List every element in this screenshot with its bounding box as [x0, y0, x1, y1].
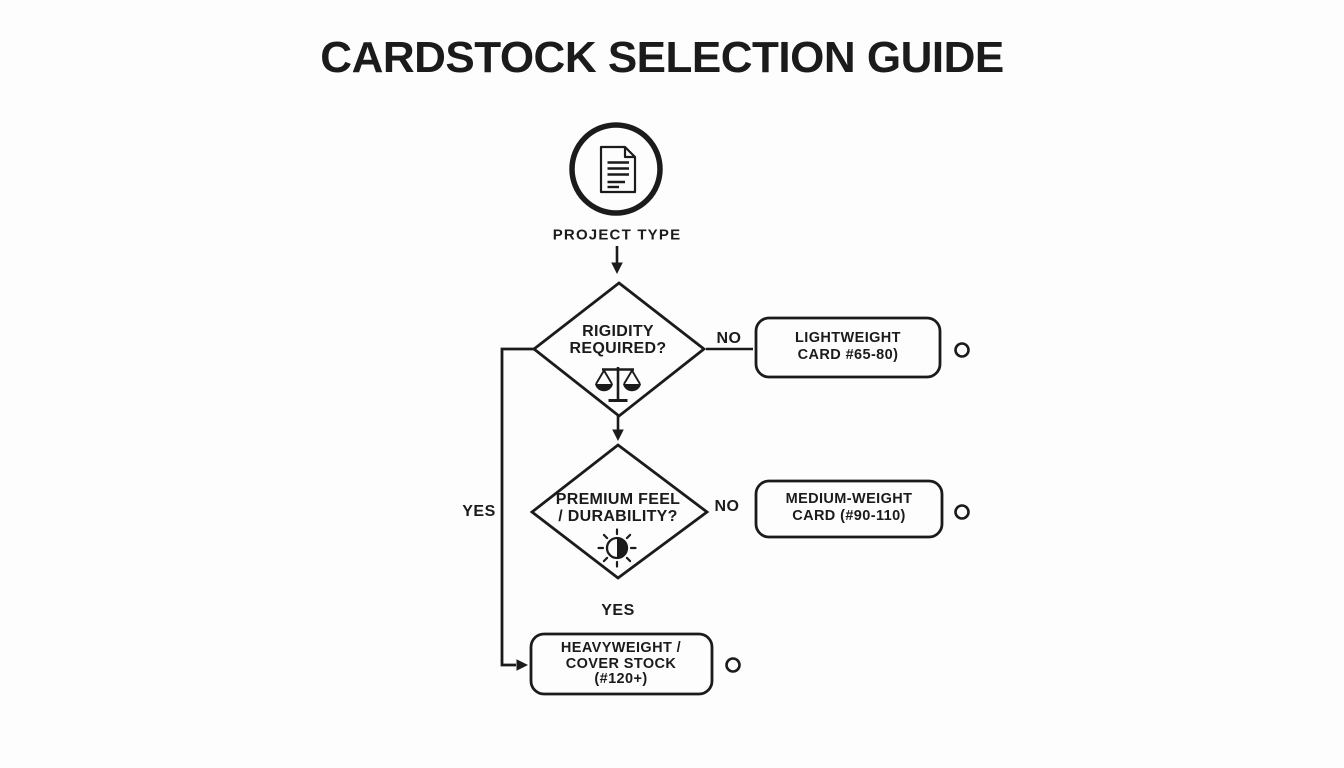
- no-label-2: NO: [714, 498, 740, 515]
- arrow-decision1-to-decision2: [612, 416, 624, 441]
- yes-connector: [500, 347, 534, 671]
- decision1-label: RIGIDITY REQUIRED?: [570, 323, 667, 357]
- outcome1-box: [754, 316, 942, 379]
- terminal-circle-3: [725, 657, 741, 673]
- document-icon: [599, 145, 637, 194]
- outcome2-label-line2: CARD (#90-110): [792, 508, 906, 524]
- contrast-sun-icon: [597, 528, 637, 568]
- outcome1-label-line2: CARD #65-80): [797, 347, 899, 363]
- outcome3-box: [529, 632, 714, 696]
- outcome1-label: LIGHTWEIGHT CARD #65-80): [795, 330, 901, 364]
- outcome3-label-line3: (#120+): [594, 670, 648, 687]
- decision2-diamond: [529, 443, 710, 580]
- outcome2-label: MEDIUM-WEIGHT CARD (#90-110): [786, 491, 913, 525]
- outcome1-label-line1: LIGHTWEIGHT: [795, 330, 901, 346]
- arrow-start-to-decision1: [611, 246, 623, 274]
- terminal-circle-2: [954, 504, 970, 520]
- decision2-label-line2: / DURABILITY?: [558, 508, 678, 525]
- scales-icon: [595, 367, 641, 402]
- outcome3-label: HEAVYWEIGHT / COVER STOCK (#120+): [560, 639, 682, 688]
- outcome3-label-line2: COVER STOCK: [565, 655, 677, 672]
- outcome2-box: [754, 479, 944, 539]
- yes-label-bottom: YES: [601, 602, 635, 619]
- start-node-label: PROJECT TYPE: [552, 226, 682, 244]
- outcome2-label-line1: MEDIUM-WEIGHT: [785, 491, 913, 507]
- yes-label-left: YES: [462, 503, 496, 520]
- decision1-label-line1: RIGIDITY: [582, 323, 654, 340]
- decision1-label-line2: REQUIRED?: [569, 340, 667, 357]
- diagram-title: CARDSTOCK SELECTION GUIDE: [320, 33, 1004, 82]
- no-label-1: NO: [716, 330, 742, 347]
- terminal-circle-1: [954, 342, 970, 358]
- outcome3-label-line1: HEAVYWEIGHT /: [560, 639, 682, 656]
- decision2-label-line1: PREMIUM FEEL: [555, 491, 681, 508]
- decision2-label: PREMIUM FEEL / DURABILITY?: [556, 491, 681, 525]
